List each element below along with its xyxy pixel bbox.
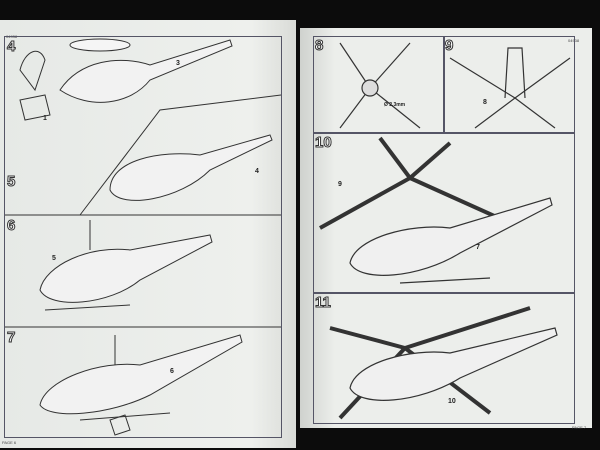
left-instruction-page: 04938 4 5 6 7 1 3 4 5 6 PAGE 6 <box>0 20 296 448</box>
right-instruction-page: 04938 8 9 10 11 Ø 2,3mm 7 8 9 10 PAGE 7 <box>300 28 592 430</box>
step-9-frame <box>443 36 575 134</box>
page-code: 04938 <box>568 38 580 43</box>
part-number: 5 <box>52 255 56 262</box>
page-footer: PAGE 6 <box>2 440 17 445</box>
part-number: 8 <box>483 99 487 106</box>
step-number: 10 <box>315 134 333 152</box>
step-10-frame <box>313 132 575 294</box>
assembly-drawings-right <box>319 42 571 420</box>
left-frame <box>4 36 282 438</box>
part-number: 3 <box>176 60 180 67</box>
step-11-frame <box>313 292 575 424</box>
drill-note: Ø 2,3mm <box>384 102 406 108</box>
step-number: 8 <box>314 37 324 55</box>
part-number: 10 <box>448 398 456 405</box>
step-number: 7 <box>6 329 16 347</box>
assembly-drawings-left <box>5 38 282 436</box>
step-number: 4 <box>6 38 16 56</box>
step-number: 9 <box>444 37 454 55</box>
step-number: 6 <box>6 217 16 235</box>
part-number: 7 <box>476 244 480 251</box>
step-number: 5 <box>6 173 16 191</box>
part-number: 1 <box>43 115 47 122</box>
step-8-frame <box>313 36 445 134</box>
part-number: 4 <box>255 168 259 175</box>
part-number: 9 <box>338 181 342 188</box>
step-number: 11 <box>315 294 332 312</box>
part-number: 6 <box>170 368 174 375</box>
page-footer: PAGE 7 <box>572 425 587 430</box>
